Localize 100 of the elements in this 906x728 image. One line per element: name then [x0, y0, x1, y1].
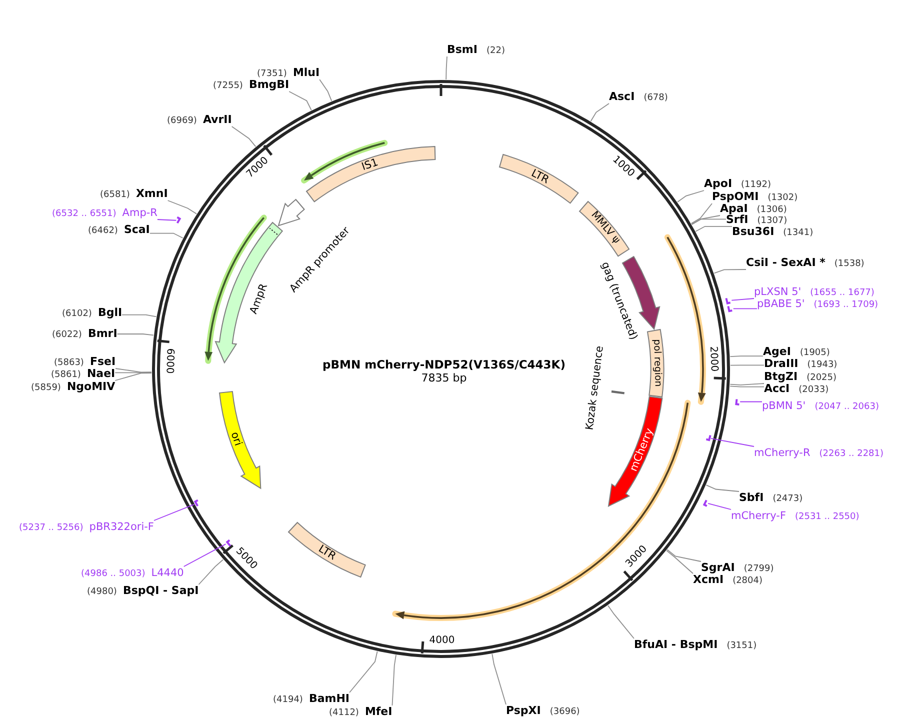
enzyme-name: AscI	[609, 90, 635, 102]
enzyme-name: NgoMIV	[66, 380, 116, 392]
cut-position: (3696)	[550, 706, 580, 718]
leader-line	[710, 438, 754, 447]
primer-name: pBMN 5'	[762, 400, 806, 412]
cut-position: (6102)	[62, 308, 92, 320]
enzyme-name: NaeI	[86, 368, 116, 380]
enzyme-name: AvrII	[202, 114, 232, 126]
primer-name: Amp-R	[122, 206, 158, 218]
primer-range: (2047 .. 2063)	[814, 400, 879, 412]
enzyme-name: BfuAI - BspMI	[634, 638, 718, 650]
enzyme-name: BmgBI	[248, 78, 290, 90]
leader-line	[731, 298, 754, 301]
enzyme-name: XmnI	[136, 188, 168, 200]
enzyme-name: AgeI	[763, 346, 791, 358]
enzyme-name: MluI	[292, 66, 320, 78]
leader-line	[157, 219, 177, 221]
cut-position: (2473)	[772, 492, 803, 504]
cut-position: (2033)	[798, 384, 829, 396]
cut-position: (1306)	[756, 204, 787, 216]
cut-position: (3151)	[726, 640, 757, 652]
leader-line	[231, 126, 256, 148]
cut-position: (2025)	[806, 372, 837, 384]
cut-position: (5859)	[31, 382, 61, 394]
leader-line	[714, 269, 746, 274]
leader-line	[319, 79, 332, 102]
feature-label: LTR	[530, 168, 551, 186]
primer-name: L4440	[151, 566, 184, 578]
leader-line	[677, 190, 704, 202]
cut-position: (1341)	[783, 226, 814, 238]
leader-line	[114, 372, 152, 374]
cut-position: (6969)	[167, 114, 197, 126]
leader-line	[691, 218, 726, 225]
enzyme-name: BtgZI	[764, 370, 798, 382]
primer-range: (2531 .. 2550)	[794, 510, 860, 522]
leader-line	[730, 386, 764, 388]
leader-line	[167, 200, 198, 214]
leader-line	[349, 650, 378, 693]
enzyme-name: PspOMI	[712, 190, 759, 202]
leader-line	[730, 364, 764, 366]
enzyme-name: BamHI	[308, 692, 350, 704]
enzyme-name: SbfI	[739, 492, 764, 504]
cut-position: (2799)	[744, 562, 774, 574]
leader-line	[691, 215, 720, 225]
leader-line	[115, 368, 152, 373]
leader-line	[492, 654, 506, 705]
cut-position: (1192)	[741, 178, 771, 190]
feature-label: pol region	[652, 339, 663, 388]
enzyme-name: XcmI	[693, 574, 724, 586]
leader-line	[392, 654, 396, 706]
cut-position: (22)	[486, 44, 505, 56]
primer-range: (6532 .. 6551)	[52, 208, 116, 220]
enzyme-name: FseI	[90, 356, 116, 368]
enzyme-name: SgrAI	[701, 562, 735, 574]
leader-line	[708, 503, 732, 510]
feature-label: IS1	[360, 156, 380, 172]
cut-position: (1943)	[807, 358, 838, 370]
cut-position: (1538)	[834, 258, 864, 270]
leader-line	[706, 484, 740, 492]
primer-range: (4986 .. 5003)	[81, 568, 146, 580]
leader-line	[666, 549, 702, 562]
cut-position: (678)	[644, 92, 668, 104]
primer-range: (1655 .. 1677)	[810, 286, 874, 298]
primer-range: (1693 .. 1709)	[814, 298, 878, 310]
cut-position: (7255)	[213, 80, 243, 92]
leader-line	[114, 372, 152, 381]
enzyme-name: SrfI	[726, 214, 748, 226]
feature-label: AmpR	[248, 282, 270, 316]
leader-line	[288, 91, 312, 111]
leader-line	[740, 401, 762, 402]
enzyme-name: BspQI - SapI	[122, 584, 199, 596]
enzyme-name: Bsu36I	[732, 226, 774, 238]
enzyme-name: ApoI	[704, 178, 732, 190]
cut-position: (2804)	[732, 574, 762, 586]
leader-line	[732, 308, 758, 310]
primer-name: mCherry-F	[731, 510, 786, 522]
feature-label: ori	[229, 431, 244, 448]
leader-line	[666, 550, 694, 574]
enzyme-name: PspXI	[506, 704, 541, 716]
enzyme-name: ScaI	[124, 224, 150, 236]
enzyme-name: AccI	[764, 382, 790, 394]
leader-line	[608, 605, 634, 639]
feature-label: LTR	[316, 544, 338, 562]
enzyme-name: ApaI	[720, 202, 748, 214]
cut-position: (5863)	[54, 356, 84, 368]
primer-name: pBABE 5'	[757, 298, 805, 310]
plasmid-name: pBMN mCherry-NDP52(V136S/C443K)	[322, 359, 566, 371]
cut-position: (6462)	[88, 224, 118, 236]
enzyme-name: DraIII	[764, 358, 798, 370]
enzyme-name: MfeI	[364, 706, 392, 718]
leader-line	[590, 103, 610, 122]
cut-position: (1905)	[800, 346, 830, 358]
cut-position: (4980)	[87, 586, 117, 598]
primer-name: pBR322ori-F	[89, 520, 154, 532]
leader-line	[695, 226, 732, 232]
scale-label: 2000	[707, 346, 718, 372]
cut-position: (4112)	[329, 706, 359, 718]
cut-position: (4194)	[273, 694, 303, 706]
leader-line	[122, 314, 157, 318]
leader-line	[446, 56, 448, 80]
